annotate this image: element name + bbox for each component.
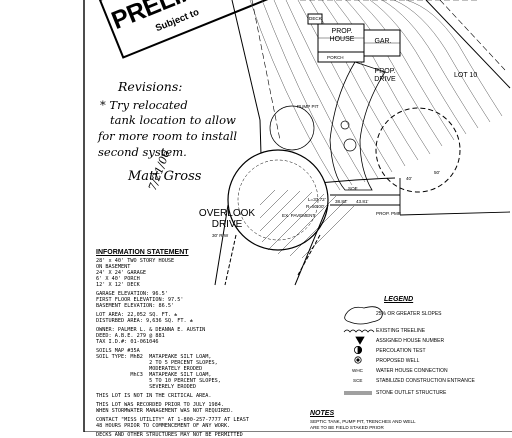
info-line: OWNER: PALMER L. & DEANNA E. AUSTIN (96, 327, 206, 333)
label-dim-38: 38.82' (335, 199, 348, 204)
info-line: LOT AREA: 22,052 SQ. FT. ± (96, 312, 178, 318)
revisions-line-2: tank location to allow (110, 113, 236, 127)
legend-heading: LEGEND (384, 296, 414, 303)
revisions-line-3: for more room to install (98, 129, 238, 143)
legend-item-well: PROPOSED WELL (376, 358, 420, 364)
info-line: SOILS MAP #35A (96, 348, 140, 354)
info-line: THIS LOT IS NOT IN THE CRITICAL AREA. (96, 393, 212, 399)
info-line: 12' X 12' DECK (96, 282, 140, 288)
info-line: MhC3 MATAPEAKE SILT LOAM, (96, 372, 212, 378)
info-line: 48 HOURS PRIOR TO COMMENCEMENT OF ANY WO… (96, 423, 231, 429)
info-line: 28' x 40' TWO STORY HOUSE (96, 258, 175, 264)
label-road-row: 30' R/W (212, 233, 229, 238)
info-line: TAX I.D.#: 01-061046 (96, 339, 159, 345)
legend-item-perc-test: PERCOLATION TEST (376, 348, 426, 354)
info-line: BASEMENT ELEVATION: 86.5' (96, 303, 175, 309)
label-garage: GAR. (374, 38, 392, 45)
legend-symbol-sce: SCE (353, 378, 363, 383)
info-heading: INFORMATION STATEMENT (96, 249, 189, 256)
notes-line-2: ARE TO BE FIELD STAKED PRIOR (310, 425, 384, 430)
legend-item-treeline: EXISTING TREELINE (376, 328, 426, 334)
label-ex-pavement: EX. PAVEMENT (282, 213, 316, 218)
info-line: FIRST FLOOR ELEVATION: 97.5' (96, 297, 184, 303)
info-line: CONTACT "MISS UTILITY" AT 1-800-257-7777… (96, 417, 250, 423)
label-curve-l: L=37.72' (308, 197, 326, 202)
label-prop-house: PROP. HOUSE (329, 28, 355, 43)
info-line: ON BASEMENT (96, 264, 131, 270)
label-lot: LOT 10 (454, 72, 478, 79)
label-porch: PORCH (327, 55, 344, 60)
label-prop-drive: PROP. DRIVE (374, 68, 396, 83)
legend-item-house-number: ASSIGNED HOUSE NUMBER (376, 338, 445, 344)
notes-heading: NOTES (310, 410, 335, 417)
legend-symbol-whc: WHC (352, 368, 363, 373)
info-line: MODERATELY ERODED (96, 366, 203, 372)
label-deck: DECK (309, 16, 322, 21)
label-curve-r: R=50.00' (306, 204, 325, 209)
label-dim-50: 50' (434, 170, 440, 175)
info-line: SOIL TYPE: MhB2 MATAPEAKE SILT LOAM, (96, 354, 212, 360)
revisions-title: Revisions: (118, 79, 183, 94)
info-line: 2 TO 5 PERCENT SLOPES, (96, 360, 218, 366)
info-line: THIS LOT WAS RECORDED PRIOR TO JULY 1984… (96, 402, 225, 408)
info-line: WHEN STORMWATER MANAGEMENT WAS NOT REQUI… (96, 408, 234, 414)
legend-item-sce: STABILIZED CONSTRUCTION ENTRANCE (376, 378, 475, 384)
legend-item-stone-outlet: STONE OUTLET STRUCTURE (376, 390, 447, 396)
label-pump-pit: PUMP PIT (297, 104, 319, 109)
info-line: 6' X 40' PORCH (96, 276, 140, 282)
info-line: 24' X 24' GARAGE (96, 270, 146, 276)
info-line: DISTURBED AREA: 9,636 SQ. FT. ± (96, 318, 193, 324)
legend-item-whc: WATER HOUSE CONNECTION (376, 368, 448, 374)
legend-item-slopes: 25% OR GREATER SLOPES (376, 311, 442, 317)
info-line: DECKS AND OTHER STRUCTURES MAY NOT BE PE… (96, 432, 243, 438)
revisions-signature: Matt Gross (128, 169, 202, 184)
revisions-line-1: * Try relocated (100, 98, 188, 112)
label-road-name: OVERLOOK DRIVE (198, 208, 256, 230)
notes-line-1: SEPTIC TANK, PUMP PIT, TRENCHES AND WELL (310, 419, 416, 424)
label-soe: SOE (348, 186, 358, 191)
info-line: SEVERELY ERODED (96, 384, 196, 390)
info-block: 28' x 40' TWO STORY HOUSE ON BASEMENT 24… (96, 258, 266, 438)
label-proposed-pump: PROP. PMP (376, 211, 401, 216)
info-line: 5 TO 10 PERCENT SLOPES, (96, 378, 221, 384)
label-dim-43: 43.81' (356, 199, 369, 204)
revisions-line-4: second system. (98, 145, 187, 159)
label-dim-40: 40' (406, 176, 412, 181)
info-line: DEED: A.B.E. 279 @ 881 (96, 333, 165, 339)
info-line: GARAGE ELEVATION: 96.5' (96, 291, 168, 297)
